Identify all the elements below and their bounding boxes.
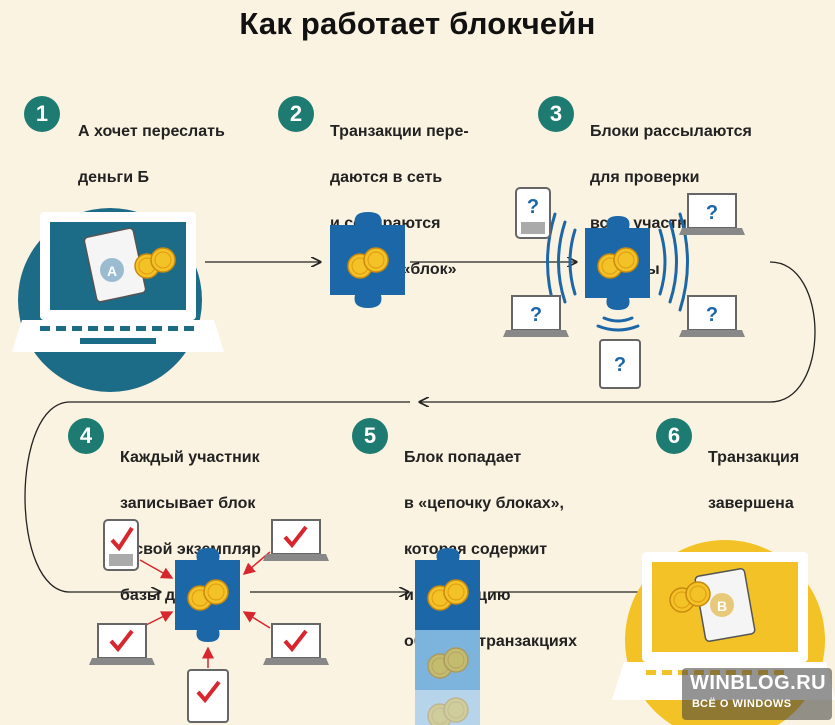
step-6-line: завершена: [708, 495, 794, 512]
step-6-number: 6: [656, 418, 692, 454]
step-4-line: записывает блок: [120, 495, 256, 512]
watermark: WINBLOG.RU ВСЁ О WINDOWS: [682, 668, 832, 720]
question-mark: ?: [706, 202, 718, 224]
step-4-line: в свой экземпляр: [120, 541, 261, 558]
tablet-check-icon: [187, 669, 229, 723]
watermark-site: WINBLOG.RU: [690, 672, 827, 694]
watermark-tagline: ВСЁ О WINDOWS: [692, 698, 792, 710]
tablet-question-icon: [599, 339, 641, 389]
broadcast-block-icon: [546, 212, 689, 332]
laptop-question-icon: [503, 295, 569, 337]
question-mark: ?: [614, 354, 626, 376]
step-3-line: Блоки рассылаются: [590, 123, 752, 140]
step-2-line: даются в сеть: [330, 169, 443, 186]
step-5-line: в «цепочку блоках»,: [404, 495, 564, 512]
step-4-number: 4: [68, 418, 104, 454]
laptop-a-icon: [12, 208, 224, 392]
laptop-question-icon: [679, 295, 745, 337]
question-mark: ?: [527, 196, 539, 218]
question-mark: ?: [706, 304, 718, 326]
laptop-check-icon: [263, 519, 329, 561]
step-3-line: для проверки: [590, 169, 700, 186]
device-question-icon: [515, 187, 551, 239]
block-puzzle-icon: [330, 212, 405, 308]
step-1-line: деньги Б: [78, 169, 149, 186]
step-1-text: А хочет переслать деньги Б: [78, 97, 225, 212]
wallet-a-letter: А: [107, 263, 117, 279]
step-2-number: 2: [278, 96, 314, 132]
laptop-question-icon: [679, 193, 745, 235]
step-4-line: Каждый участник: [120, 449, 260, 466]
step-5-number: 5: [352, 418, 388, 454]
laptop-check-icon: [263, 623, 329, 665]
question-mark: ?: [530, 304, 542, 326]
step-1-line: А хочет переслать: [78, 123, 225, 140]
page-title: Как работает блокчейн: [239, 6, 596, 41]
step-3-number: 3: [538, 96, 574, 132]
step-1-number: 1: [24, 96, 60, 132]
step-6-line: Транзакция: [708, 449, 800, 466]
step-2-line: Транзакции пере-: [330, 123, 469, 140]
step-6-text: Транзакция завершена: [708, 423, 799, 538]
wallet-b-letter: В: [717, 598, 727, 614]
laptop-check-icon: [89, 623, 155, 665]
blockchain-chain-icon: [415, 548, 480, 725]
phone-check-icon: [103, 519, 139, 571]
step-5-line: Блок попадает: [404, 449, 522, 466]
verified-block-icon: [175, 548, 240, 642]
